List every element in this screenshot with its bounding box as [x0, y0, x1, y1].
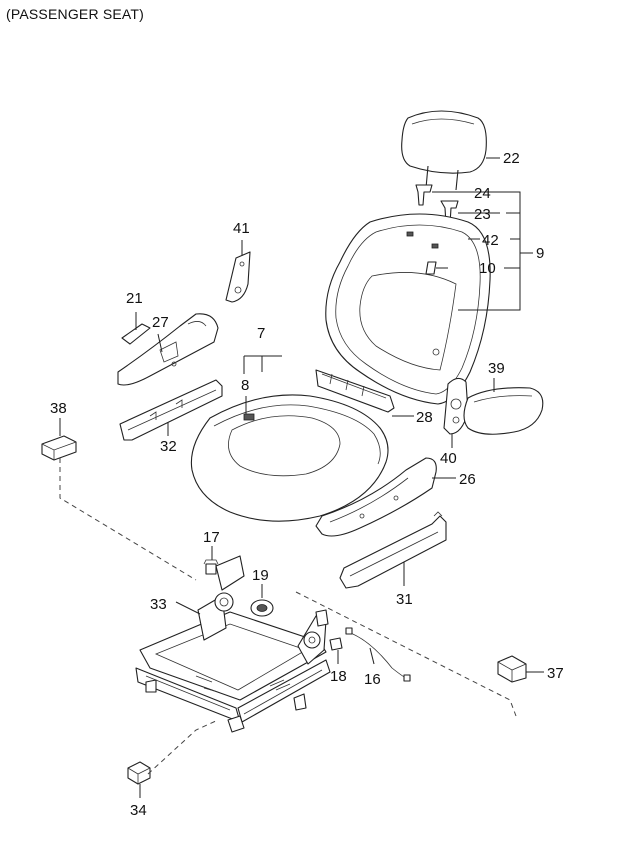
diagram-title: (PASSENGER SEAT) [6, 6, 145, 22]
part-number-37: 37 [547, 665, 564, 682]
part-number-23: 23 [474, 206, 491, 223]
part-number-42: 42 [482, 232, 499, 249]
headrest [401, 110, 487, 191]
part-number-16: 16 [364, 671, 381, 688]
part-number-26: 26 [459, 471, 476, 488]
knob-19 [250, 599, 274, 617]
recliner-40 [443, 377, 469, 435]
pad-34 [127, 761, 151, 785]
seat-back [325, 213, 491, 405]
part-number-39: 39 [488, 360, 505, 377]
part-number-41: 41 [233, 220, 250, 237]
part-number-9: 9 [536, 245, 544, 262]
part-number-32: 32 [160, 438, 177, 455]
part-number-21: 21 [126, 290, 143, 307]
part-number-34: 34 [130, 802, 147, 819]
routing-line-38 [59, 458, 197, 581]
cable-16 [345, 627, 411, 682]
part-number-31: 31 [396, 591, 413, 608]
part-number-8: 8 [241, 377, 249, 394]
cap-17 [203, 559, 219, 575]
part-number-38: 38 [50, 400, 67, 417]
recliner-cover-41 [225, 251, 251, 303]
routing-line-34 [147, 719, 219, 775]
headrest-guide-23 [440, 200, 459, 225]
part-number-40: 40 [440, 450, 457, 467]
part-number-28: 28 [416, 409, 433, 426]
part-number-7: 7 [257, 325, 265, 342]
side-cover-32 [119, 379, 223, 441]
part-number-18: 18 [330, 668, 347, 685]
seat-frame-33 [135, 555, 331, 733]
part-number-17: 17 [203, 529, 220, 546]
leader-lines [59, 157, 544, 798]
part-number-19: 19 [252, 567, 269, 584]
side-cover-31 [339, 511, 447, 589]
part-number-10: 10 [479, 260, 496, 277]
headrest-guide-24 [415, 184, 433, 206]
part-number-24: 24 [474, 185, 491, 202]
seat-cushion [190, 394, 389, 522]
part-number-33: 33 [150, 596, 167, 613]
lever-21 [121, 323, 151, 345]
rear-trim-28 [315, 369, 395, 413]
part-number-22: 22 [503, 150, 520, 167]
side-shield-26 [315, 457, 437, 537]
pad-37 [497, 655, 527, 683]
side-shield-27 [117, 313, 219, 386]
routing-line-37 [295, 591, 517, 717]
armrest-39 [463, 387, 544, 435]
pad-38 [41, 435, 77, 461]
part-number-27: 27 [152, 314, 169, 331]
cap-18 [329, 637, 343, 651]
